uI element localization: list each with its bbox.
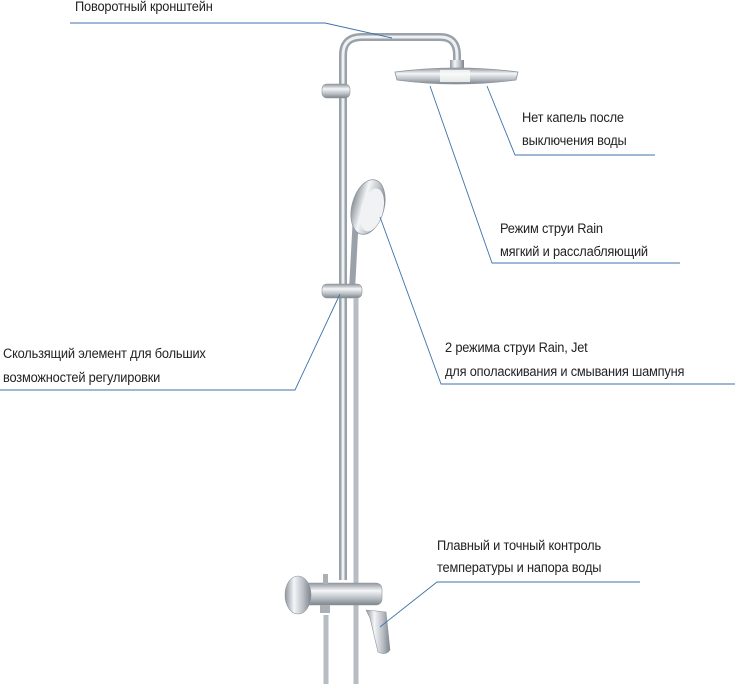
wall-bracket bbox=[321, 83, 351, 99]
rain-shower-head bbox=[394, 60, 519, 85]
thermostatic-mixer bbox=[284, 574, 391, 654]
callout-text: Поворотный кронштейн bbox=[75, 0, 213, 14]
callout-text: Скользящий элемент для больших bbox=[3, 346, 206, 361]
leader-no-drip bbox=[486, 85, 655, 156]
leader-hand-shower bbox=[379, 216, 735, 385]
callout-text: Режим струи Rain bbox=[500, 221, 603, 236]
leader-swivel-arm bbox=[70, 22, 393, 39]
callout-hand-shower: 2 режима струи Rain, Jet для ополаскиван… bbox=[445, 336, 684, 384]
callout-text: возможностей регулировки bbox=[3, 370, 161, 385]
callout-text: для ополаскивания и смывания шампуня bbox=[445, 364, 685, 379]
riser-pipe bbox=[339, 33, 461, 580]
callout-text: выключения воды bbox=[522, 133, 627, 148]
callout-text: Плавный и точный контроль bbox=[437, 538, 601, 553]
shower-hose bbox=[323, 298, 359, 684]
callout-no-drip: Нет капель после выключения воды bbox=[522, 106, 627, 152]
callout-text: Нет капель после bbox=[522, 110, 624, 125]
leader-mixer bbox=[379, 581, 640, 628]
callout-text: мягкий и расслабляющий bbox=[500, 244, 648, 259]
callout-text: температуры и напора воды bbox=[437, 560, 602, 575]
callout-text: 2 режима струи Rain, Jet bbox=[445, 340, 588, 355]
slide-holder bbox=[321, 283, 363, 299]
callout-rain-mode: Режим струи Rain мягкий и расслабляющий bbox=[500, 217, 648, 263]
callout-swivel-arm: Поворотный кронштейн bbox=[75, 0, 213, 19]
callout-slider: Скользящий элемент для больших возможнос… bbox=[3, 342, 206, 390]
leader-slider bbox=[0, 293, 341, 391]
leader-rain-mode bbox=[429, 85, 680, 264]
leader-lines bbox=[0, 22, 735, 628]
hand-shower bbox=[349, 179, 386, 291]
callout-mixer: Плавный и точный контроль температуры и … bbox=[437, 535, 601, 579]
